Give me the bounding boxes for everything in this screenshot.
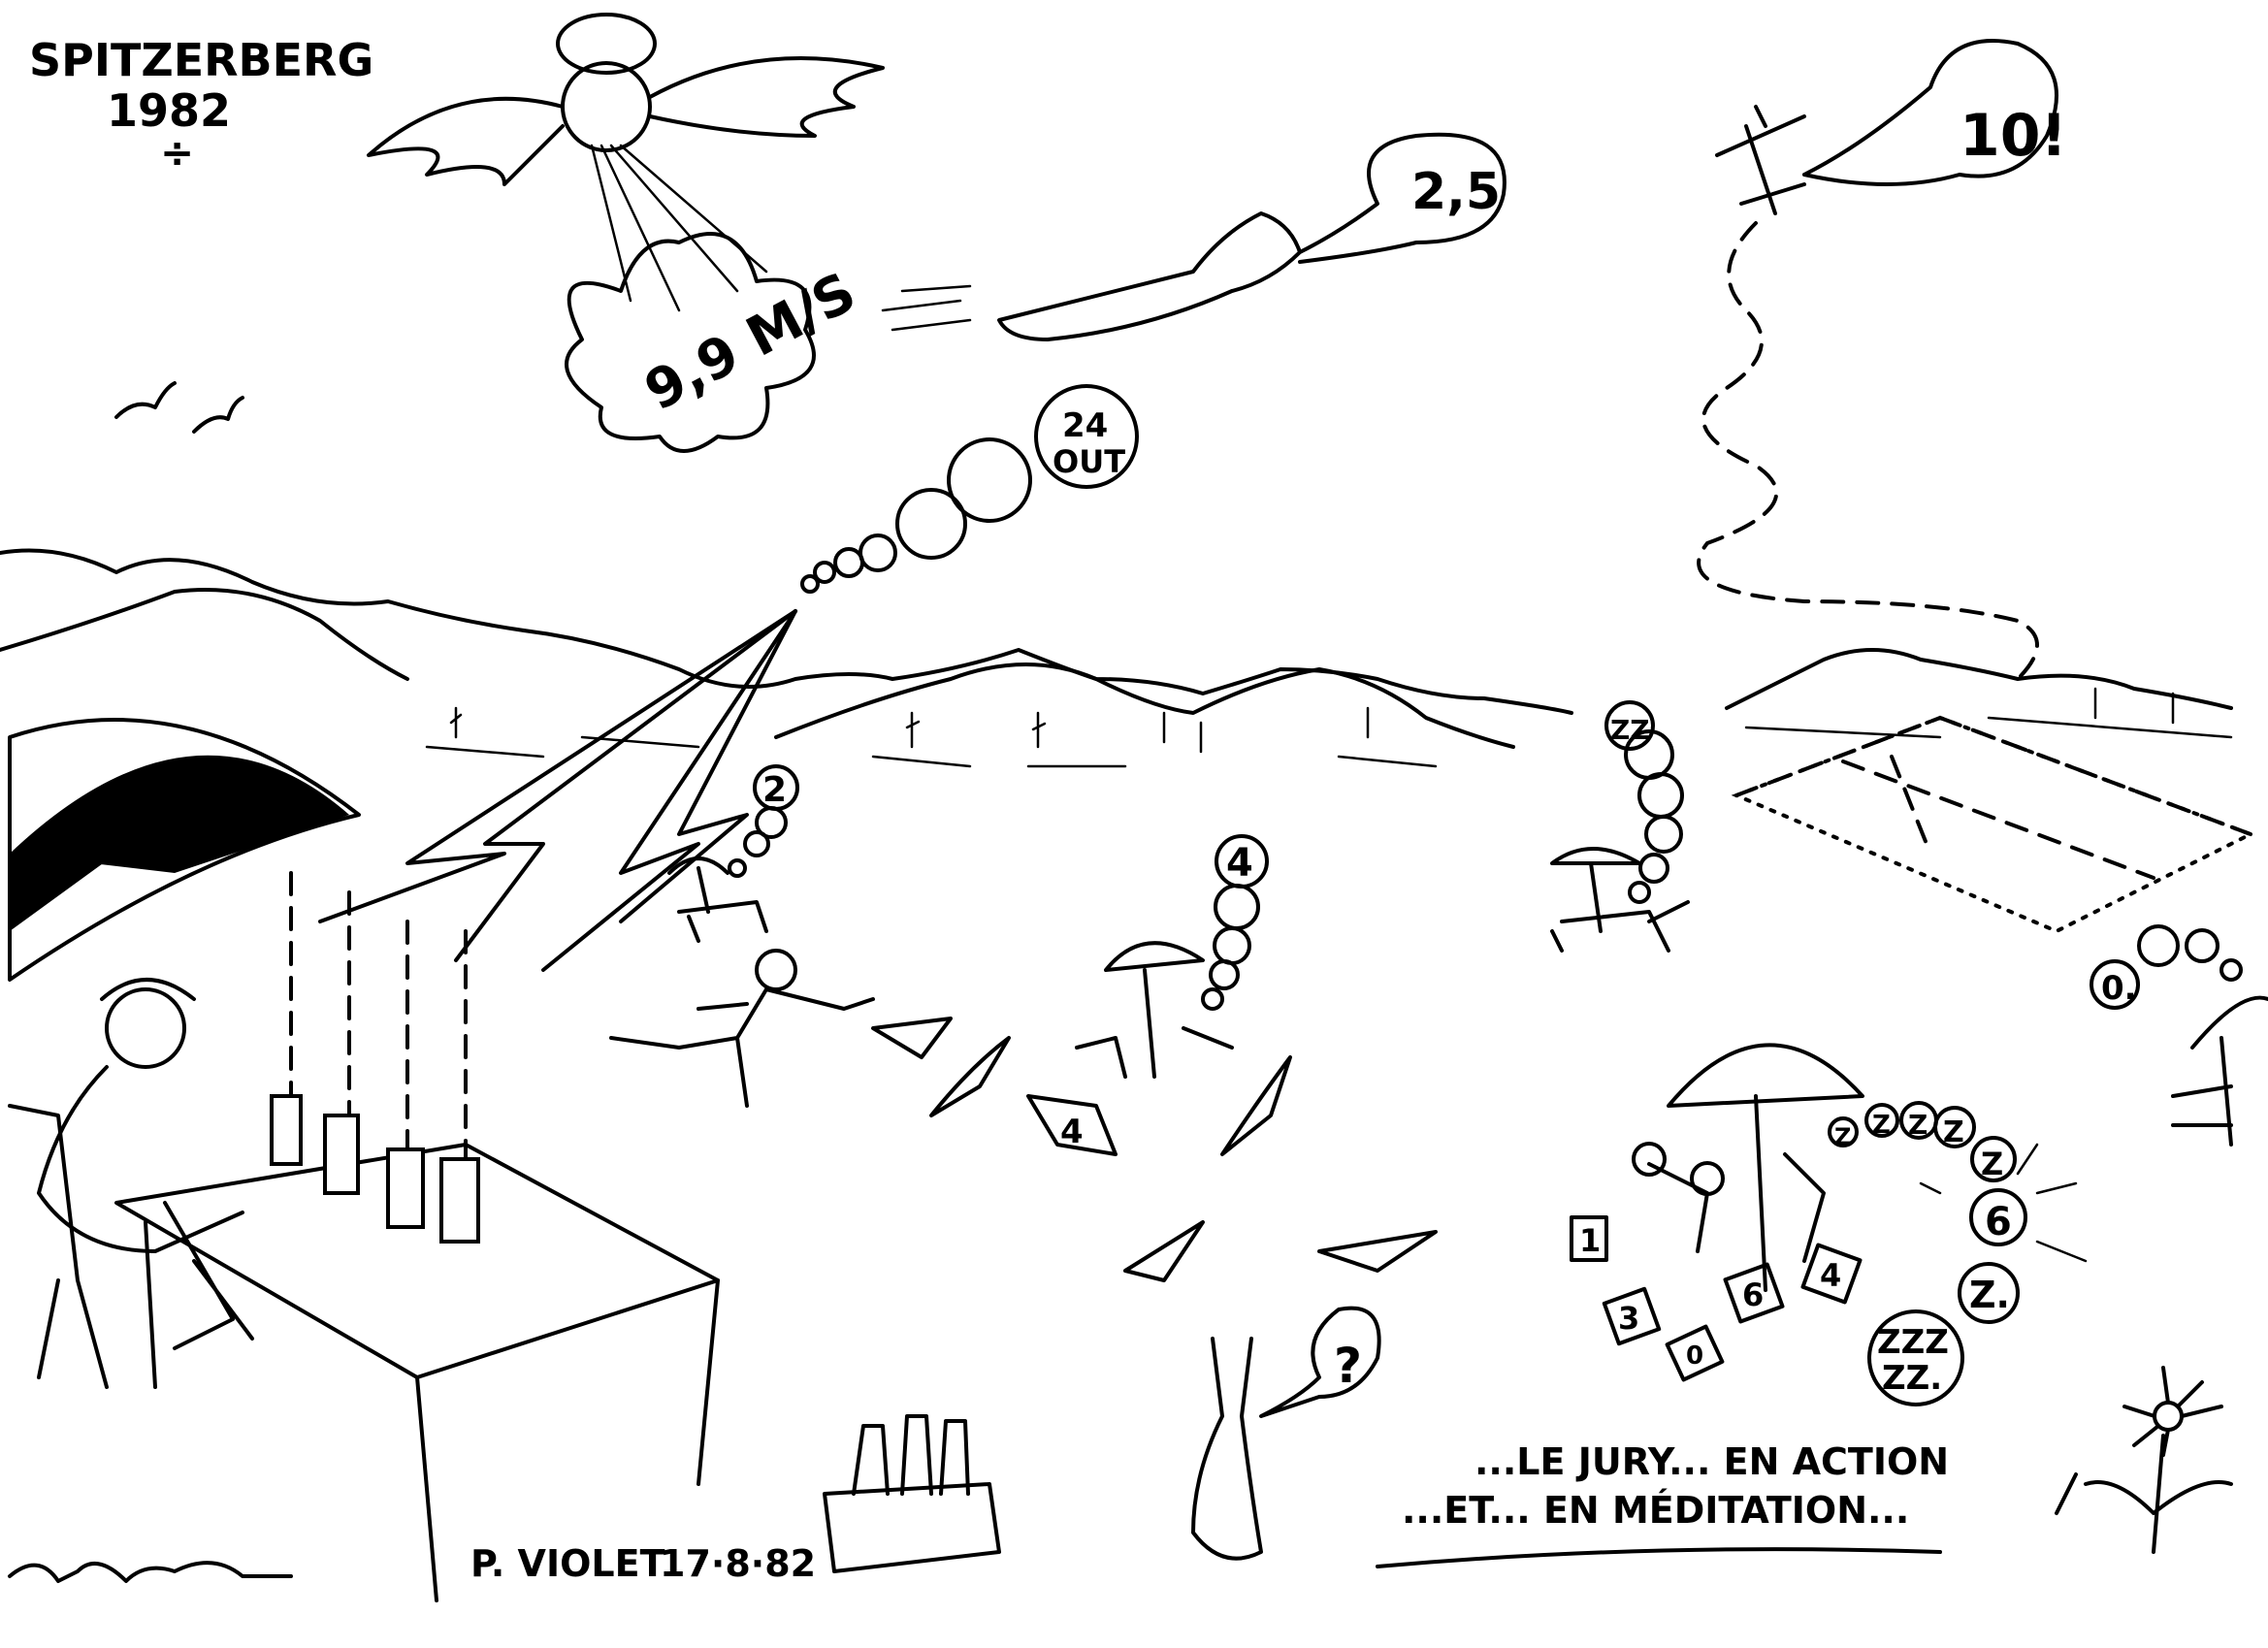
airplane: 10! bbox=[1697, 39, 2067, 681]
left-wing bbox=[367, 96, 565, 186]
speed-lines bbox=[881, 284, 972, 332]
card-4: 4 bbox=[1820, 1257, 1841, 1294]
score-boxes bbox=[270, 1094, 480, 1244]
caption-line-2: ...ET... EN MÉDITATION... bbox=[1402, 1489, 1909, 1532]
sleep-bubbles: Z Z Z Z Z 6 Z. ZZZ ZZ. bbox=[1828, 1101, 2088, 1406]
bottle-crate bbox=[823, 1414, 1001, 1573]
sleep-z4: Z bbox=[1943, 1115, 1964, 1149]
rabbit: ? bbox=[1191, 1306, 1381, 1561]
long-jumper bbox=[609, 949, 875, 1108]
lightning-lines bbox=[318, 609, 797, 972]
jump-score-top: 24 bbox=[1062, 406, 1108, 445]
sleep-z2: Z bbox=[1872, 1111, 1891, 1140]
judge-0-score: 0. bbox=[2101, 969, 2137, 1008]
sleeping-jury: Z Z Z Z Z 6 Z. ZZZ ZZ. 1 3 0 6 bbox=[1570, 1043, 2088, 1406]
flying-papers: 4 bbox=[871, 1017, 1438, 1282]
flight-path bbox=[1697, 221, 2039, 681]
judge-seat-zz: ZZ bbox=[1550, 700, 1690, 953]
card-3: 3 bbox=[1618, 1300, 1639, 1337]
striped-umbrella bbox=[10, 755, 349, 931]
sleep-z6: Z. bbox=[1969, 1274, 2010, 1316]
caption: ...LE JURY... EN ACTION ...ET... EN MÉDI… bbox=[1376, 1440, 1949, 1568]
signal-lines bbox=[289, 871, 468, 1161]
card-1: 1 bbox=[1579, 1222, 1601, 1259]
header-label: SPITZERBERG 1982 ÷ bbox=[29, 34, 373, 177]
judges-table bbox=[114, 871, 720, 1602]
alarm-rays bbox=[1919, 1143, 2088, 1263]
year: 1982 bbox=[107, 84, 231, 137]
divider-mark: ÷ bbox=[160, 129, 194, 177]
judge-seat-4: 4 bbox=[1075, 834, 1269, 1079]
chair bbox=[8, 1104, 109, 1389]
place-name: SPITZERBERG bbox=[29, 34, 373, 86]
signatures: P. VIOLET 17·8·82 bbox=[8, 1542, 816, 1585]
bird-score: 2,5 bbox=[1411, 163, 1501, 221]
landing-field bbox=[1731, 715, 2255, 934]
wind-speed: 9,9 M/S bbox=[635, 261, 866, 424]
judge-seat-0: 0. bbox=[2090, 924, 2268, 1147]
handwritten-signature bbox=[8, 1561, 293, 1583]
wind-angel bbox=[367, 13, 885, 312]
card-0: 0 bbox=[1686, 1341, 1703, 1371]
judge-zz: ZZ bbox=[1610, 714, 1650, 746]
wind-rays bbox=[590, 144, 768, 312]
plane-score: 10! bbox=[1960, 102, 2067, 170]
artist-name: P. VIOLET bbox=[470, 1542, 665, 1585]
rabbit-question: ? bbox=[1334, 1338, 1362, 1394]
sleep-z3: Z bbox=[1908, 1109, 1928, 1141]
tree-icons bbox=[449, 687, 2175, 754]
score-cards: 1 3 0 6 4 bbox=[1570, 1215, 1863, 1382]
judge-seat-2: 2 bbox=[667, 764, 799, 943]
main-judge bbox=[8, 718, 361, 1389]
jump-thought-chain: 24 OUT bbox=[800, 384, 1139, 594]
judge-2-score: 2 bbox=[762, 770, 787, 810]
sleep-zzz-2: ZZ. bbox=[1882, 1359, 1942, 1398]
sleep-6: 6 bbox=[1985, 1200, 2012, 1244]
flying-bird: 2,5 bbox=[881, 132, 1507, 341]
sleep-zzz-1: ZZZ bbox=[1877, 1323, 1949, 1362]
judge-4-score: 4 bbox=[1226, 841, 1253, 886]
seagull-icons bbox=[114, 381, 244, 434]
mountain-range bbox=[0, 548, 2233, 768]
sleep-z1: Z bbox=[1834, 1123, 1851, 1150]
sleep-z5: Z bbox=[1981, 1146, 2003, 1182]
flying-card-4: 4 bbox=[1060, 1113, 1084, 1151]
caption-line-1: ...LE JURY... EN ACTION bbox=[1474, 1440, 1949, 1483]
bottle-icons bbox=[852, 1414, 970, 1496]
signature-date: 17·8·82 bbox=[660, 1542, 816, 1585]
jump-score-bottom: OUT bbox=[1053, 443, 1125, 480]
card-6: 6 bbox=[1742, 1276, 1764, 1313]
flower bbox=[2055, 1366, 2233, 1554]
right-wing bbox=[648, 56, 885, 138]
